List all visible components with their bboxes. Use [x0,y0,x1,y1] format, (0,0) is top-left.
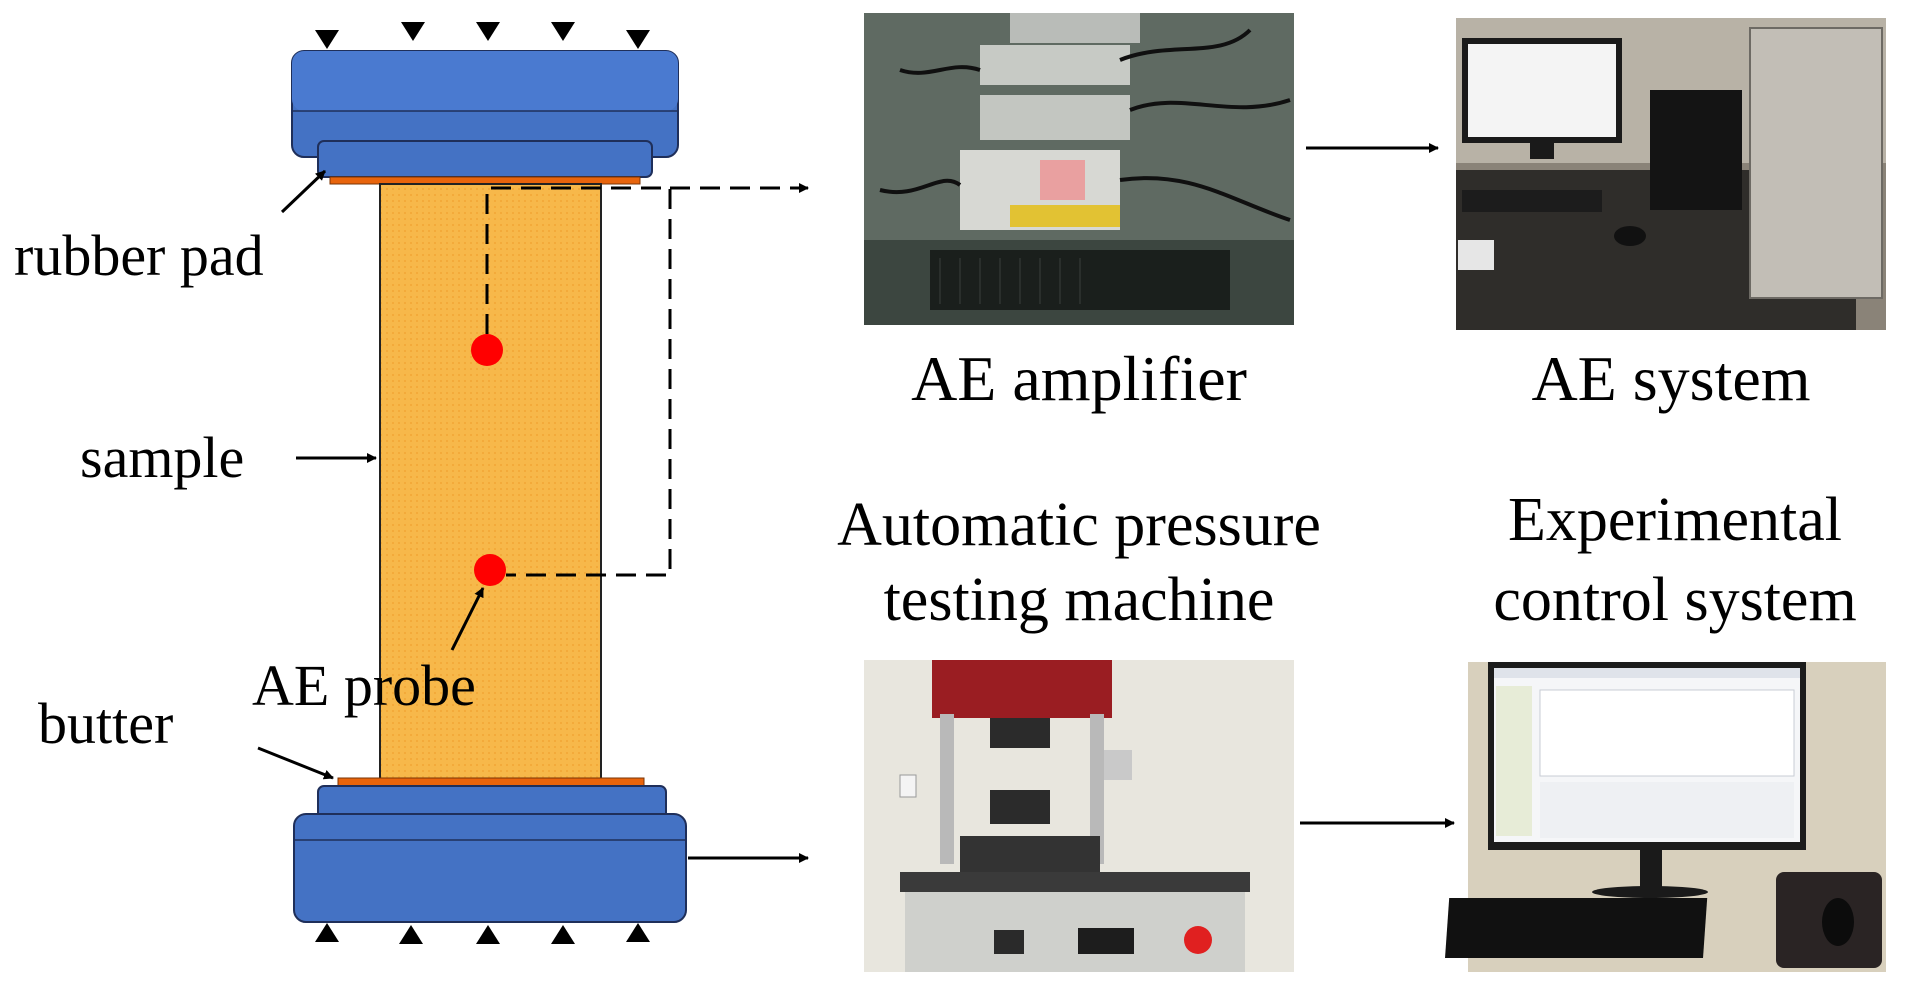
bottom-support-triangles [315,923,650,944]
control-system-caption-line1: Experimental [1508,486,1842,554]
ae-system-caption: AE system [1531,343,1810,414]
pressure-machine-caption-line1: Automatic pressure [837,491,1321,559]
rubber-pad-top [329,176,641,185]
pressure-machine-photo [864,660,1294,972]
ae-amplifier-photo [864,13,1294,325]
ae-system-photo [1456,18,1886,330]
butter-layer [337,777,645,787]
sample-cylinder [379,183,602,781]
ae-probe-upper [471,334,503,366]
rubber-pad-label: rubber pad [14,223,264,288]
rubber-pad-pointer [280,169,327,214]
butter-pointer [257,746,334,780]
probe-wiring [485,186,672,577]
top-support-triangles [315,22,650,49]
ae-probe-label: AE probe [252,653,476,718]
ae-probe-lower [474,554,506,586]
bottom-platen [293,785,687,923]
sample-label: sample [80,425,244,490]
butter-label: butter [38,691,173,756]
control-system-photo [1445,662,1886,972]
top-platen [291,50,679,178]
pressure-machine-caption-line2: testing machine [884,566,1275,634]
ae-amplifier-caption: AE amplifier [911,343,1247,414]
ae-probe-pointer [450,587,485,651]
control-system-caption-line2: control system [1493,566,1856,634]
